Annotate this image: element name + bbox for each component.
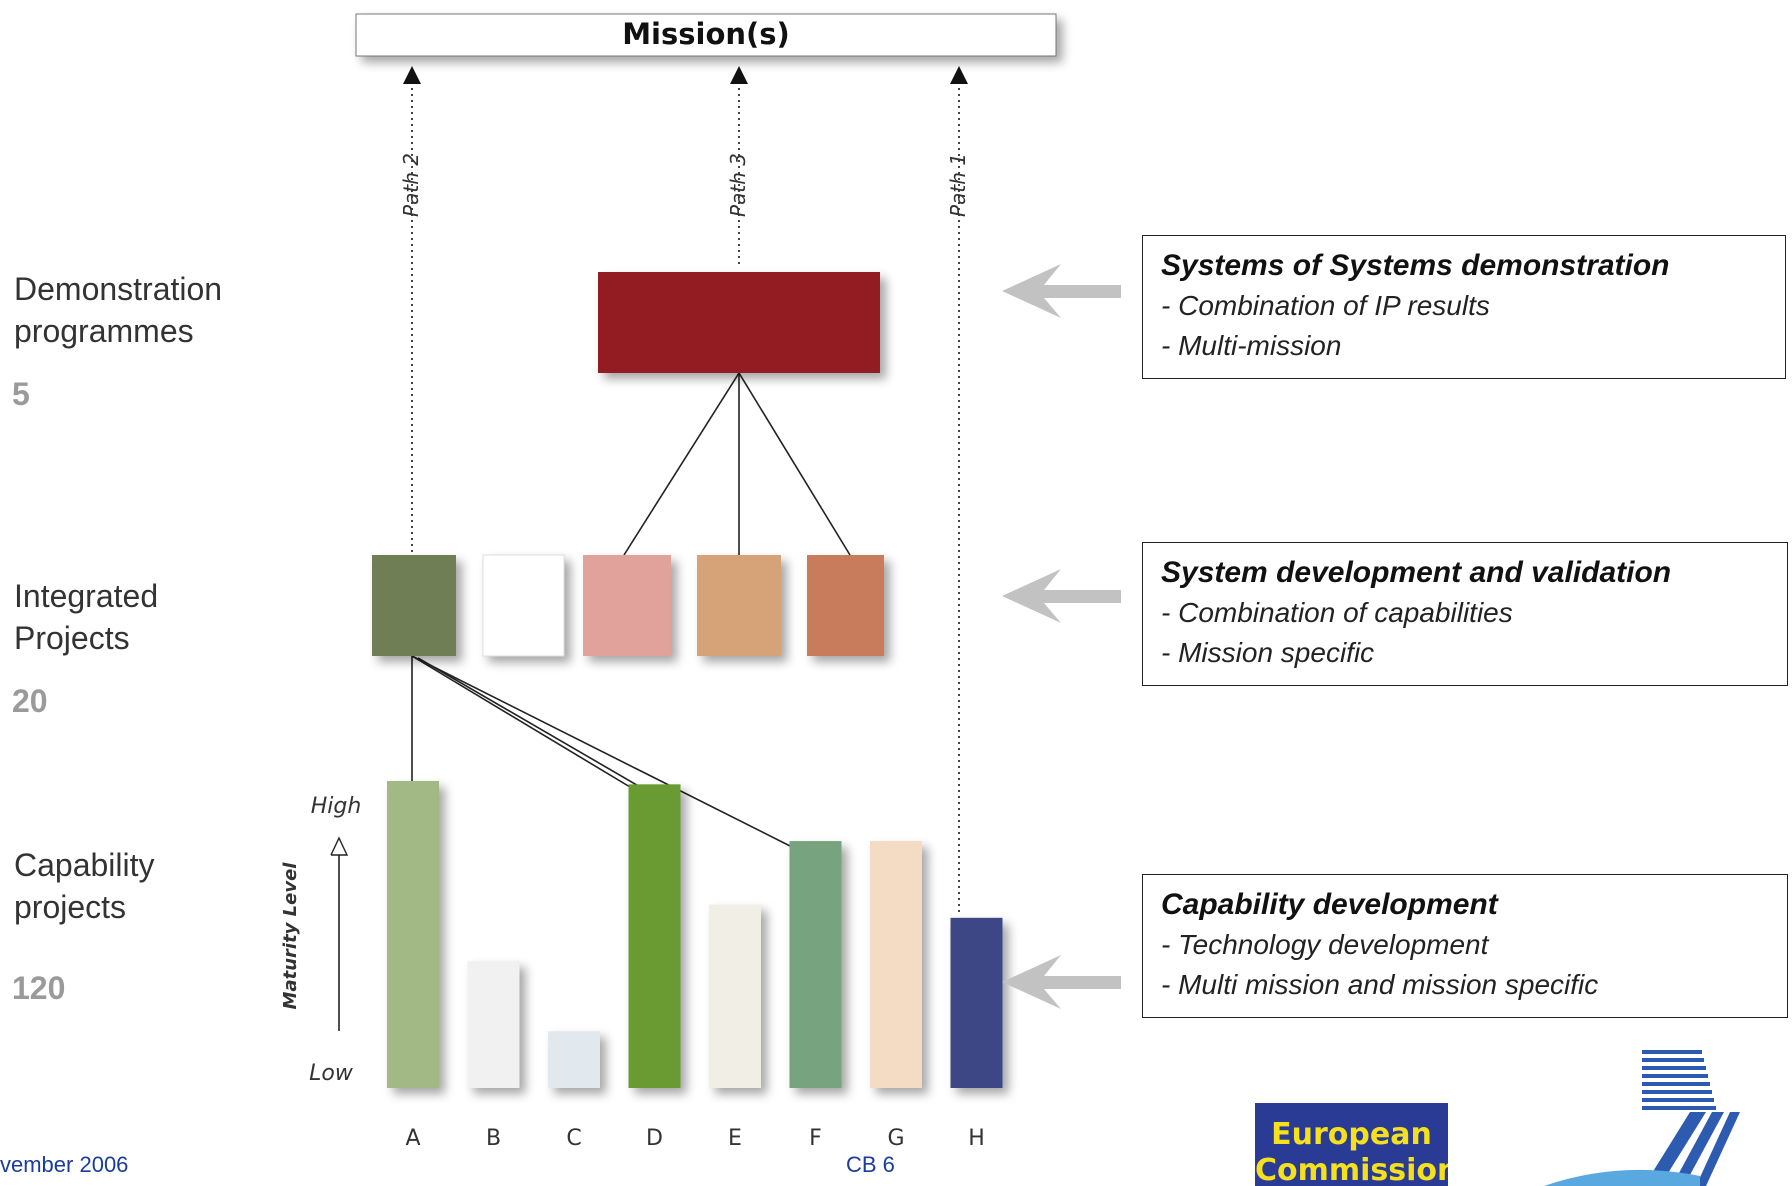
capability-bar-label: H bbox=[968, 1126, 985, 1151]
capability-bar-f bbox=[789, 841, 842, 1088]
footer-date: vember 2006 bbox=[0, 1152, 129, 1177]
integrated-projects bbox=[372, 554, 884, 657]
path-1-label: Path 1 bbox=[946, 153, 970, 217]
level-capability-name: Capability projects bbox=[14, 844, 155, 928]
integrated-project-3 bbox=[583, 555, 671, 656]
arrow-left-icon bbox=[1002, 569, 1121, 623]
capability-bar-c bbox=[548, 1031, 600, 1088]
maturity-axis: High Low Maturity Level bbox=[280, 794, 361, 1086]
info-box-title: System development and validation bbox=[1161, 556, 1672, 589]
capability-bar-label: G bbox=[887, 1126, 904, 1151]
path-2-label: Path 2 bbox=[399, 153, 423, 217]
capability-bar-d bbox=[628, 784, 681, 1088]
info-box-capability-development: Capability development - Technology deve… bbox=[1142, 874, 1788, 1018]
level-integrated-name: Integrated Projects bbox=[14, 575, 158, 659]
integrated-project-1 bbox=[372, 555, 456, 656]
capability-bars bbox=[387, 781, 1003, 1088]
demonstration-programme-box bbox=[598, 272, 880, 373]
path-3-arrowhead bbox=[730, 66, 748, 84]
fp7-logo-icon bbox=[1544, 1050, 1740, 1186]
logo-line2: Commission bbox=[1255, 1153, 1448, 1186]
connector-lines bbox=[411, 372, 851, 850]
maturity-high-label: High bbox=[311, 794, 362, 819]
capability-bar-label: F bbox=[809, 1126, 822, 1151]
level-capability-line2: projects bbox=[14, 889, 127, 925]
integrated-project-5 bbox=[807, 555, 884, 656]
arrow-left-icon bbox=[1002, 264, 1121, 318]
info-box-item: - Multi-mission bbox=[1161, 330, 1342, 361]
mission-box: Mission(s) bbox=[355, 13, 1057, 57]
capability-bar-e bbox=[709, 904, 761, 1088]
capability-bar-label: D bbox=[646, 1126, 663, 1151]
capability-bar-label: C bbox=[566, 1126, 581, 1151]
capability-bar-label: B bbox=[486, 1126, 501, 1151]
arrow-left-icon bbox=[1002, 955, 1121, 1009]
level-demonstration-count: 5 bbox=[12, 376, 30, 412]
info-box-item: - Multi mission and mission specific bbox=[1161, 969, 1599, 1000]
capability-bar-h bbox=[950, 917, 1003, 1088]
maturity-arrow-icon bbox=[330, 836, 349, 856]
grey-arrows bbox=[1002, 264, 1121, 1009]
level-capability-count: 120 bbox=[12, 970, 66, 1006]
level-integrated-line2: Projects bbox=[14, 620, 130, 656]
path-3-label: Path 3 bbox=[726, 153, 750, 217]
level-integrated-line1: Integrated bbox=[14, 578, 159, 614]
capability-bar-label: A bbox=[405, 1126, 420, 1151]
info-box-item: - Combination of capabilities bbox=[1161, 597, 1513, 628]
integrated-project-2 bbox=[482, 554, 565, 657]
info-box-item: - Mission specific bbox=[1161, 637, 1375, 668]
level-integrated-count: 20 bbox=[12, 683, 48, 719]
level-demonstration-line2: programmes bbox=[14, 313, 194, 349]
path-1: Path 1 bbox=[946, 66, 970, 916]
capability-bar-label: E bbox=[728, 1126, 742, 1151]
footer-page-number: CB 6 bbox=[846, 1152, 895, 1177]
path-1-arrowhead bbox=[950, 66, 968, 84]
info-box-item: - Combination of IP results bbox=[1161, 290, 1490, 321]
maturity-axis-label: Maturity Level bbox=[280, 862, 301, 1010]
capability-bar-labels: A B C D E F G H bbox=[405, 1126, 984, 1151]
level-demonstration-line1: Demonstration bbox=[14, 271, 223, 307]
info-box-item: - Technology development bbox=[1161, 929, 1489, 960]
info-box-title: Systems of Systems demonstration bbox=[1161, 249, 1670, 282]
capability-bar-a bbox=[387, 781, 439, 1088]
capability-bar-b bbox=[467, 961, 520, 1088]
capability-bar-g bbox=[870, 841, 922, 1088]
path-3: Path 3 bbox=[726, 66, 750, 268]
integrated-project-4 bbox=[697, 555, 781, 656]
level-capability-line1: Capability bbox=[14, 847, 155, 883]
european-commission-logo: European Commission bbox=[1255, 1103, 1448, 1186]
info-box-systems-of-systems: Systems of Systems demonstration - Combi… bbox=[1142, 235, 1786, 379]
level-demonstration-name: Demonstration programmes bbox=[14, 268, 222, 352]
path-2-arrowhead bbox=[403, 66, 421, 84]
mission-label: Mission(s) bbox=[622, 17, 790, 51]
path-2: Path 2 bbox=[399, 66, 423, 555]
info-box-title: Capability development bbox=[1161, 888, 1498, 921]
logo-line1: European bbox=[1271, 1117, 1432, 1152]
info-box-system-development: System development and validation - Comb… bbox=[1142, 542, 1788, 686]
maturity-low-label: Low bbox=[309, 1061, 354, 1086]
